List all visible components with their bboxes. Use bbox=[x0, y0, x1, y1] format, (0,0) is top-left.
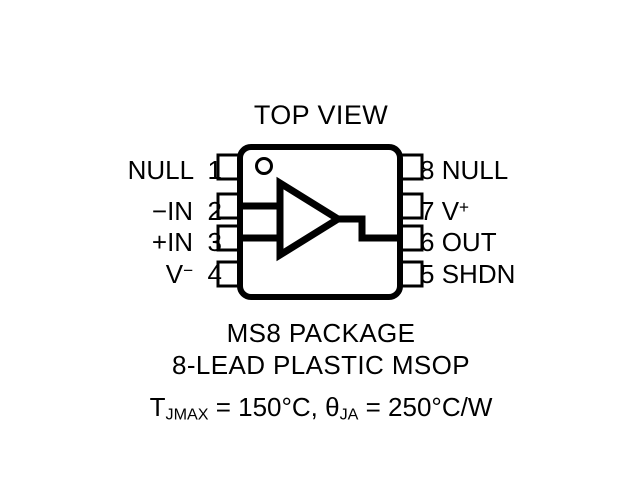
pin-3-name: +IN bbox=[151, 227, 194, 257]
pin-2-number: 2 bbox=[207, 196, 222, 226]
pin-6-name: OUT bbox=[441, 227, 497, 257]
op-amp-triangle-icon bbox=[276, 176, 345, 262]
pin-label-3: +IN 3 bbox=[152, 229, 222, 255]
pin-4-name-superscript: − bbox=[183, 259, 194, 280]
tjmax-symbol: T bbox=[149, 392, 166, 422]
pin-7-name: V bbox=[441, 196, 460, 226]
pin-7-name-superscript: + bbox=[459, 196, 470, 217]
pin-label-1: NULL 1 bbox=[128, 157, 222, 183]
pin-4-name: V bbox=[165, 259, 184, 289]
pin-4-number: 4 bbox=[207, 259, 222, 289]
theta-value: = 250°C/W bbox=[358, 392, 493, 422]
pin-5-number: 5 bbox=[420, 259, 435, 289]
theta-subscript: JA bbox=[339, 405, 359, 424]
tjmax-subscript: JMAX bbox=[165, 405, 209, 424]
package-name-caption: MS8 PACKAGE bbox=[226, 318, 416, 348]
pin-label-8: 8 NULL bbox=[420, 157, 508, 183]
pin-label-7: 7 V+ bbox=[420, 198, 469, 224]
pin-6-number: 6 bbox=[420, 227, 435, 257]
pin-2-name: −IN bbox=[151, 196, 194, 226]
top-view-title: TOP VIEW bbox=[253, 100, 389, 130]
pin-label-4: V− 4 bbox=[166, 261, 222, 287]
pin-label-2: −IN 2 bbox=[152, 198, 222, 224]
pin-5-name: SHDN bbox=[441, 259, 516, 289]
pin-8-name: NULL bbox=[441, 155, 509, 185]
pin-1-number: 1 bbox=[207, 155, 222, 185]
pin-7-number: 7 bbox=[420, 196, 435, 226]
theta-symbol: θ bbox=[325, 392, 340, 422]
trace-output bbox=[335, 215, 399, 242]
tjmax-value: = 150°C, bbox=[208, 392, 326, 422]
thermal-spec-caption: TJMAX = 150°C, θJA = 250°C/W bbox=[0, 392, 642, 425]
pin-1-name: NULL bbox=[127, 155, 194, 185]
pin-8-number: 8 bbox=[420, 155, 435, 185]
pin-label-5: 5 SHDN bbox=[420, 261, 515, 287]
pin-label-6: 6 OUT bbox=[420, 229, 497, 255]
pin-3-number: 3 bbox=[207, 227, 222, 257]
package-description-caption: 8-LEAD PLASTIC MSOP bbox=[171, 350, 471, 380]
pin-one-dot-icon bbox=[255, 157, 273, 175]
